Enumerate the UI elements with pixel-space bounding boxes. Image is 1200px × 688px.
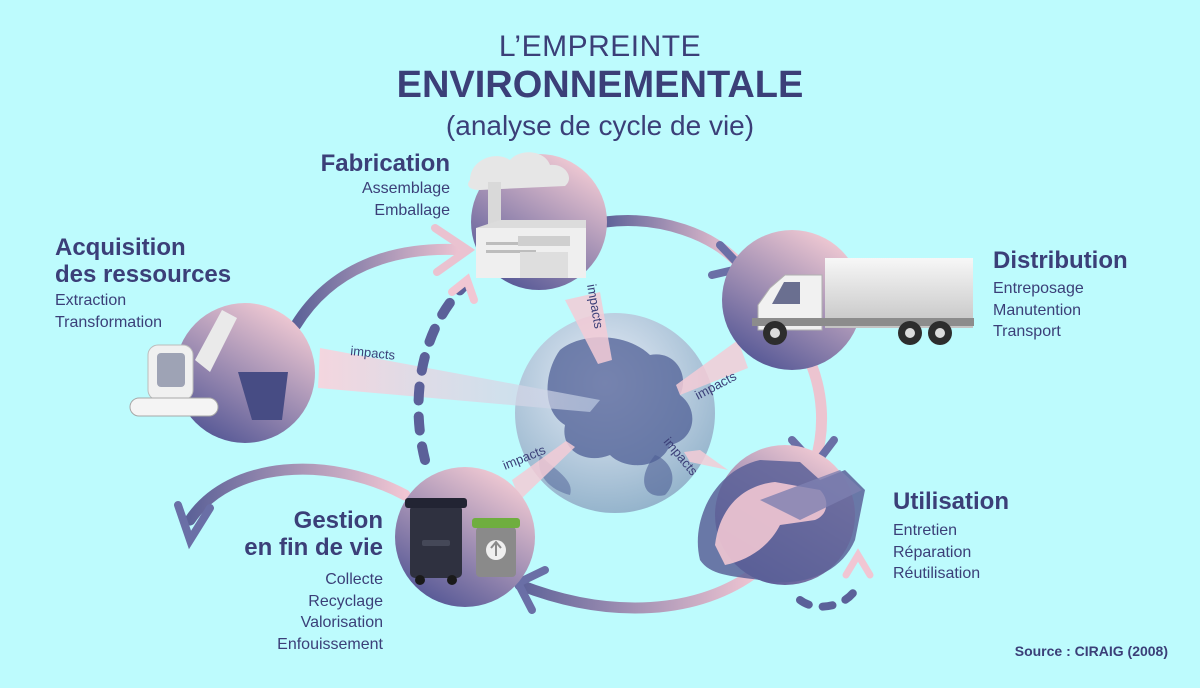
fin-de-vie-title: Gestion en fin de vie bbox=[244, 507, 383, 561]
distribution-title: Distribution bbox=[993, 247, 1128, 274]
utilisation-items: Entretien Réparation Réutilisation bbox=[893, 522, 981, 582]
arrow-utilisation-to-fin-de-vie bbox=[514, 564, 764, 614]
utilisation-title: Utilisation bbox=[893, 488, 1010, 515]
acquisition-title: Acquisition des ressources bbox=[55, 234, 232, 288]
globe-icon bbox=[515, 313, 715, 513]
fin-de-vie-items: Collecte Recyclage Valorisation Enfouiss… bbox=[277, 571, 383, 653]
acquisition-items: Extraction Transformation bbox=[55, 292, 162, 331]
arrow-acquisition-to-fabrication bbox=[290, 243, 471, 331]
title-line-3: (analyse de cycle de vie) bbox=[445, 110, 755, 141]
arrow-fin-de-vie-return bbox=[184, 463, 411, 526]
hands-icon bbox=[697, 460, 865, 583]
trash-bins-icon bbox=[405, 498, 520, 585]
factory-icon bbox=[468, 152, 586, 278]
fabrication-items: Assemblage Emballage bbox=[361, 180, 450, 219]
title-line-2: ENVIRONNEMENTALE bbox=[396, 64, 804, 106]
distribution-items: Entreposage Manutention Transport bbox=[993, 280, 1084, 340]
excavator-icon bbox=[129, 310, 288, 420]
impact-label-acquisition: impacts bbox=[350, 343, 397, 363]
impact-beams bbox=[318, 292, 748, 500]
arrow-reutilisation-dashed bbox=[796, 581, 862, 611]
truck-icon bbox=[752, 258, 974, 345]
title-line-1: L’EMPREINTE bbox=[498, 30, 702, 63]
fabrication-title: Fabrication bbox=[320, 150, 450, 177]
source-credit: Source : CIRAIG (2008) bbox=[1014, 643, 1168, 659]
arrow-reuse-dashed bbox=[413, 280, 470, 465]
